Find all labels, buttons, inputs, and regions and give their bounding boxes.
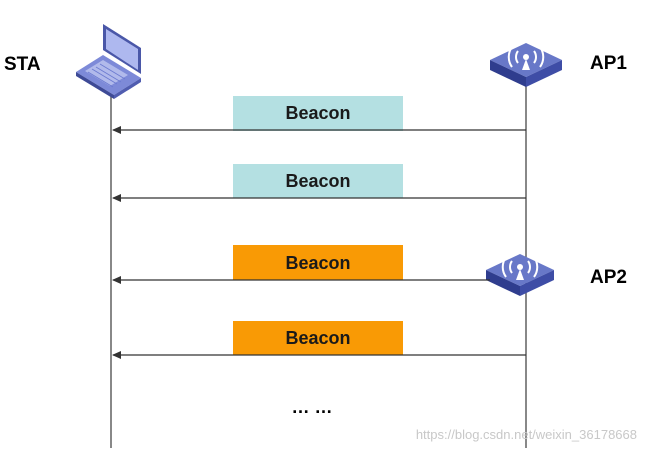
message-label: Beacon xyxy=(285,103,350,123)
access-point-icon xyxy=(490,43,562,87)
message-label: Beacon xyxy=(285,253,350,273)
watermark: https://blog.csdn.net/weixin_36178668 xyxy=(416,427,637,442)
message-beacon-1: Beacon xyxy=(112,96,526,134)
ap2-label: AP2 xyxy=(590,267,627,288)
ap1-label: AP1 xyxy=(590,53,627,74)
laptop-icon xyxy=(76,24,141,99)
message-beacon-2: Beacon xyxy=(112,164,526,202)
message-box xyxy=(233,96,403,131)
message-box xyxy=(233,321,403,355)
continuation-ellipsis: … … xyxy=(291,397,332,417)
message-box xyxy=(233,245,403,280)
message-beacon-3: Beacon xyxy=(112,245,490,284)
access-point-icon xyxy=(486,254,554,296)
message-label: Beacon xyxy=(285,328,350,348)
message-box xyxy=(233,164,403,198)
message-label: Beacon xyxy=(285,171,350,191)
sta-label: STA xyxy=(4,54,41,75)
message-beacon-4: Beacon xyxy=(112,321,526,359)
